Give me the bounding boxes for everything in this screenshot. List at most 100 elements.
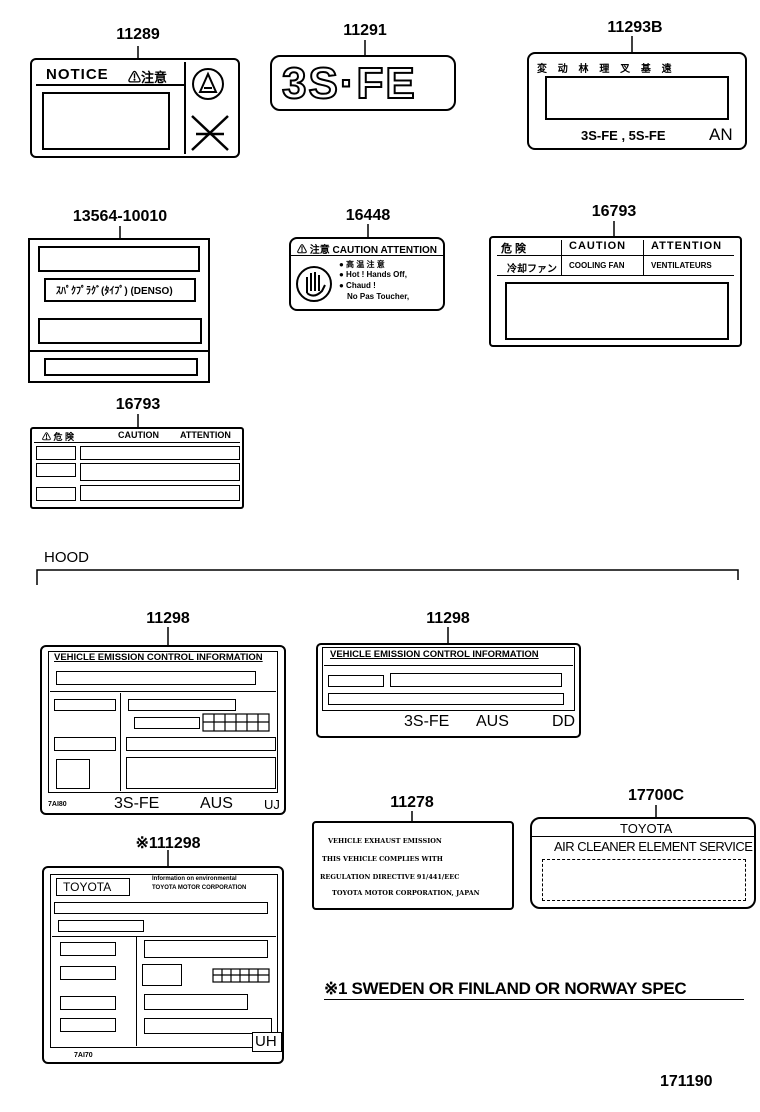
diagram-id: 171190	[660, 1073, 713, 1090]
divider	[34, 442, 240, 443]
divider	[561, 240, 562, 275]
notice-label: NOTICE ⚠注意	[30, 58, 240, 158]
divider	[52, 936, 276, 937]
emission-uh-info2: TOYOTA MOTOR CORPORATION	[152, 885, 247, 891]
emission-uj-row	[56, 671, 256, 685]
plug-box-mid	[38, 318, 202, 344]
emission-label-dd: VEHICLE EMISSION CONTROL INFORMATION 3S-…	[316, 643, 581, 738]
emission-dd-cell	[328, 693, 564, 705]
emission-uh-cell	[60, 966, 116, 980]
emission-uh-frame	[50, 874, 278, 1048]
spec-label: 変 动 林 理 叉 基 遠 3S-FE , 5S-FE AN	[527, 52, 747, 150]
emission-uh-cell	[60, 942, 116, 956]
caution-jp-text: ⚠注意	[128, 70, 168, 85]
emission-label-uj: VEHICLE EMISSION CONTROL INFORMATION 7AI…	[40, 645, 286, 815]
divider	[291, 255, 443, 256]
hot-caution-label: ⚠ 注意 CAUTION ATTENTION ● 高 温 注 意 ● Hot !…	[289, 237, 445, 311]
small-caution-h1: ⚠ 危 険	[42, 432, 75, 442]
footnote-underline	[324, 999, 744, 1000]
emission-uj-title: VEHICLE EMISSION CONTROL INFORMATION	[54, 652, 263, 663]
emission-uh-cell	[60, 996, 116, 1010]
fan-caution-r3: VENTILATEURS	[651, 261, 712, 270]
notice-text-box	[42, 92, 170, 150]
small-cell	[80, 446, 240, 460]
exhaust-emission-label: VEHICLE EXHAUST EMISSION THIS VEHICLE CO…	[312, 821, 514, 910]
emission-uh-info1: Information on environmental	[152, 876, 237, 882]
spec-models: 3S-FE , 5S-FE	[581, 128, 666, 143]
air-cleaner-brand: TOYOTA	[620, 821, 673, 836]
fan-caution-r1: 冷却ファン	[507, 264, 557, 275]
plug-box-bottom	[44, 358, 198, 376]
emission-uh-cell	[60, 1018, 116, 1032]
plug-box-top	[38, 246, 200, 272]
emission-uj-cell	[134, 717, 200, 729]
emission-uh-code: 7AI70	[74, 1052, 93, 1059]
caution-label-small: ⚠ 危 険 CAUTION ATTENTION	[30, 427, 244, 509]
emission-uh-cell	[144, 1018, 272, 1034]
hot-caution-line4: No Pas Toucher,	[347, 292, 410, 301]
small-cell	[80, 485, 240, 501]
emission-uj-cell	[56, 759, 90, 789]
part-number-11278: 11278	[390, 794, 434, 811]
exhaust-line3: REGULATION DIRECTIVE 91/441/EEC	[320, 873, 460, 881]
emission-dd-suffix: DD	[552, 713, 576, 730]
emission-uh-brand: TOYOTA	[63, 880, 112, 894]
plug-type-box: ｽﾊﾟｸﾌﾟﾗｸﾞ(ﾀｲﾌﾟ) (DENSO)	[44, 278, 196, 302]
emission-uj-cell	[128, 699, 236, 711]
divider	[184, 62, 186, 154]
emission-dd-title: VEHICLE EMISSION CONTROL INFORMATION	[330, 649, 539, 660]
part-number-11289: 11289	[116, 26, 160, 43]
air-cleaner-label: TOYOTA AIR CLEANER ELEMENT SERVICE	[530, 817, 756, 909]
spec-box	[545, 76, 729, 120]
divider	[136, 936, 137, 1046]
emission-uj-market: AUS	[200, 795, 233, 812]
hot-caution-line2: ● Hot ! Hands Off,	[339, 270, 407, 279]
divider	[120, 693, 121, 791]
cooling-fan-caution-label: 危 険 CAUTION ATTENTION 冷却ファン COOLING FAN …	[489, 236, 742, 347]
divider	[497, 255, 734, 256]
divider	[50, 691, 276, 692]
engine-model-plate: 3S·FE	[270, 55, 456, 111]
emission-uj-cell	[126, 737, 276, 751]
emission-uj-engine: 3S-FE	[114, 795, 160, 812]
spec-code: AN	[709, 125, 733, 144]
divider	[36, 84, 184, 86]
divider	[324, 665, 573, 666]
spec-header: 変 动 林 理 叉 基 遠	[537, 64, 676, 75]
emission-uh-row	[58, 920, 144, 932]
emission-uj-frame	[48, 651, 278, 793]
emission-uj-cell	[54, 737, 116, 751]
small-cell	[36, 487, 76, 501]
emission-uj-code: 7AI80	[48, 801, 67, 808]
part-number-111298: ※111298	[135, 835, 201, 852]
fan-caution-h1: 危 険	[501, 243, 527, 255]
part-number-11298-b: 11298	[426, 610, 470, 627]
part-number-16793-a: 16793	[591, 203, 637, 220]
emission-uh-brand-box: TOYOTA	[56, 878, 130, 896]
small-caution-h3: ATTENTION	[180, 430, 231, 440]
engine-warning-icon	[191, 68, 229, 151]
plug-type-text: ｽﾊﾟｸﾌﾟﾗｸﾞ(ﾀｲﾌﾟ) (DENSO)	[56, 286, 173, 297]
emission-dd-cell	[328, 675, 384, 687]
small-cell	[36, 446, 76, 460]
exhaust-line2: THIS VEHICLE COMPLIES WITH	[322, 855, 443, 863]
fan-caution-box	[505, 282, 729, 340]
divider	[30, 350, 208, 352]
air-cleaner-title: AIR CLEANER ELEMENT SERVICE	[554, 839, 753, 854]
engine-model-text: 3S·FE	[281, 58, 417, 109]
emission-uj-cell	[54, 699, 116, 711]
part-number-16448: 16448	[345, 207, 391, 224]
part-number-11298-a: 11298	[146, 610, 190, 627]
hot-caution-head: ⚠ 注意 CAUTION ATTENTION	[297, 245, 437, 256]
part-number-11291: 11291	[343, 22, 387, 39]
air-cleaner-record-box	[542, 859, 746, 901]
part-number-16793-b: 16793	[115, 396, 161, 413]
emission-dd-cell	[390, 673, 562, 687]
spark-plug-label: ｽﾊﾟｸﾌﾟﾗｸﾞ(ﾀｲﾌﾟ) (DENSO)	[28, 238, 210, 383]
fan-caution-h2: CAUTION	[569, 240, 627, 252]
part-number-17700c: 17700C	[627, 787, 685, 804]
footnote: ※1 SWEDEN OR FINLAND OR NORWAY SPEC	[324, 979, 687, 998]
notice-title: NOTICE	[46, 66, 109, 83]
emission-uh-grid	[212, 968, 270, 983]
